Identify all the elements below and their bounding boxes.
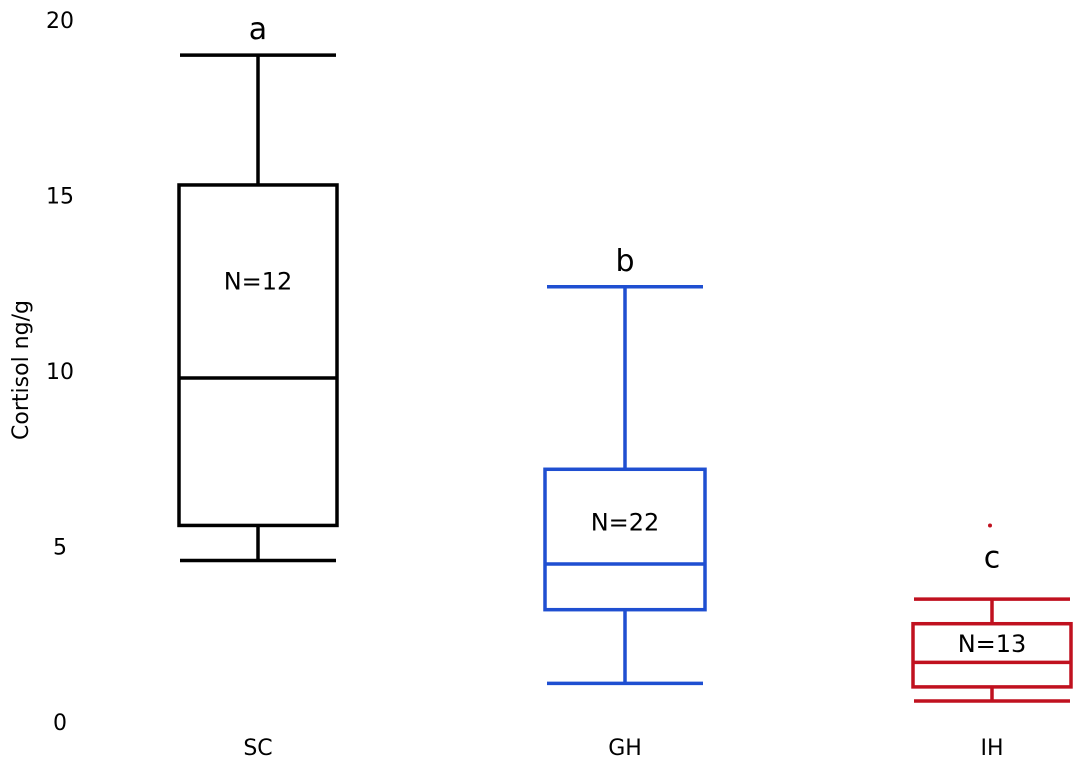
box-gh: N=22 b — [543, 244, 707, 686]
iqr-box — [543, 467, 707, 612]
boxes: N=12 aN=22 bN=13 c — [177, 12, 1073, 703]
y-tick-label-5: 5 — [53, 536, 67, 561]
y-tick-label-20: 20 — [46, 9, 74, 34]
y-axis-ticks: 0 5 10 15 20 — [46, 9, 74, 736]
box-ih: N=13 c — [911, 523, 1073, 703]
n-label: N=12 — [224, 267, 293, 295]
x-tick-label-sc: SC — [243, 736, 272, 761]
significance-letter: b — [615, 244, 634, 279]
y-tick-label-10: 10 — [46, 360, 74, 385]
y-tick-label-15: 15 — [46, 185, 74, 210]
n-label: N=13 — [958, 630, 1027, 658]
significance-letter: a — [249, 12, 267, 47]
x-axis-ticks: SC GH IH — [243, 736, 1003, 761]
significance-letter: c — [984, 540, 1001, 575]
y-axis-label: Cortisol ng/g — [9, 300, 34, 440]
outlier-point — [988, 523, 992, 528]
box-sc: N=12 a — [177, 12, 339, 563]
y-tick-label-0: 0 — [53, 711, 67, 736]
iqr-box — [911, 621, 1073, 689]
x-tick-label-ih: IH — [980, 736, 1003, 761]
iqr-box — [177, 183, 339, 528]
x-tick-label-gh: GH — [608, 736, 642, 761]
n-label: N=22 — [591, 508, 660, 536]
